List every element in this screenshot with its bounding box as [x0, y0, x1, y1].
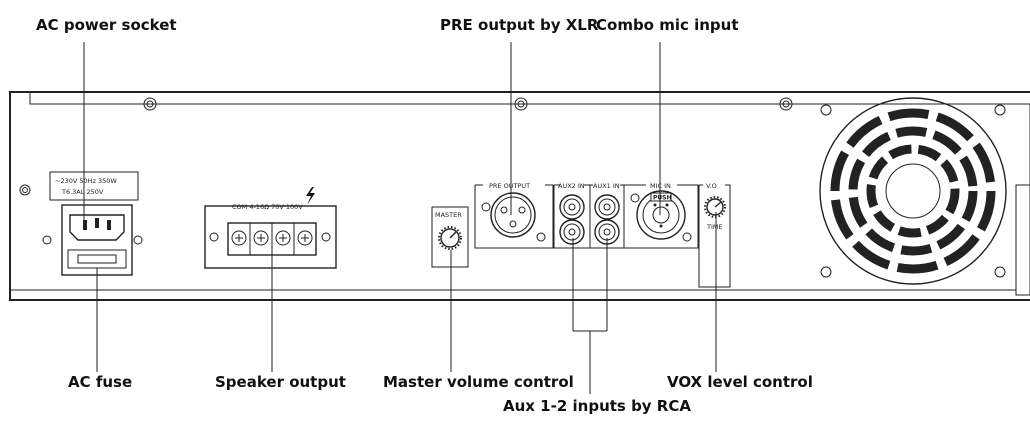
callout-master-volume: Master volume control — [383, 373, 574, 391]
rca-jack-icon — [594, 194, 620, 220]
aux2-input[interactable]: AUX2 IN — [553, 182, 591, 249]
aux1-label: AUX1 IN — [593, 182, 620, 190]
time-label: TIME — [706, 223, 723, 231]
master-volume-knob[interactable]: MASTER — [431, 206, 469, 268]
lightning-bolt-icon — [306, 187, 315, 205]
power-rating-line2: T6.3AL 250V — [61, 188, 104, 196]
callout-aux-inputs: Aux 1-2 inputs by RCA — [503, 397, 691, 415]
screw-icon — [275, 230, 291, 246]
callout-leaders — [83, 42, 717, 394]
master-label: MASTER — [435, 211, 462, 219]
rca-jack-icon — [559, 219, 585, 245]
xlr-connector-icon — [490, 192, 536, 238]
power-rating-label: ~230V 50Hz 350W T6.3AL 250V — [49, 171, 139, 201]
speaker-output-terminal[interactable]: COM 4-16Ω 70V 100V — [204, 187, 337, 269]
pre-output-xlr[interactable]: PRE OUTPUT — [474, 182, 554, 249]
callout-combo-mic-input: Combo mic input — [596, 16, 739, 34]
screw-icon — [297, 230, 313, 246]
knob-icon — [438, 226, 462, 250]
rca-jack-icon — [559, 194, 585, 220]
vox-level-knob[interactable]: V.O TIME — [698, 182, 731, 288]
power-rating-line1: ~230V 50Hz 350W — [55, 177, 117, 185]
mic-in-label: MIC IN — [650, 182, 671, 190]
callout-speaker-output: Speaker output — [215, 373, 346, 391]
callout-vox-level: VOX level control — [667, 373, 813, 391]
screw-icon — [19, 184, 31, 196]
screw-icon — [143, 97, 157, 111]
pre-output-label: PRE OUTPUT — [489, 182, 530, 190]
screw-icon — [231, 230, 247, 246]
speaker-terminal-label: COM 4-16Ω 70V 100V — [232, 203, 303, 211]
callout-pre-output: PRE output by XLR — [440, 16, 599, 34]
callout-ac-power-socket: AC power socket — [36, 16, 177, 34]
ac-power-socket[interactable] — [42, 204, 143, 276]
push-label: PUSH — [653, 195, 672, 202]
knob-icon — [704, 196, 726, 218]
vo-label: V.O — [706, 182, 717, 190]
chassis — [9, 91, 1030, 301]
screw-icon — [253, 230, 269, 246]
combo-mic-input[interactable]: MIC IN PUSH — [623, 182, 699, 249]
callout-ac-fuse: AC fuse — [68, 373, 132, 391]
combo-jack-icon: PUSH — [636, 190, 686, 240]
screw-icon — [514, 97, 528, 111]
aux2-label: AUX2 IN — [558, 182, 585, 190]
screw-icon — [779, 97, 793, 111]
fan-vent-icon — [819, 97, 1007, 285]
